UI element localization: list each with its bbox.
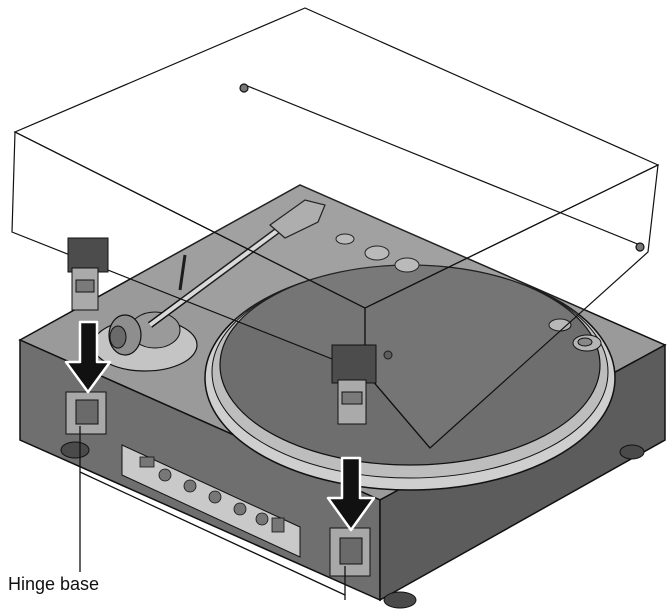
- arrow-down-right: [326, 456, 376, 532]
- rca-jack: [255, 512, 269, 526]
- rca-jack: [233, 502, 247, 516]
- rca-jack: [158, 468, 172, 482]
- base-foot: [60, 441, 90, 459]
- hinge-plate: [331, 344, 377, 384]
- counterweight-face: [109, 325, 127, 349]
- spindle: [383, 350, 393, 360]
- hinge-plate: [67, 237, 109, 273]
- cover-bumper: [239, 83, 249, 93]
- hinge-base-inner: [339, 537, 363, 565]
- base-foot: [619, 444, 645, 460]
- tonearm-tube-highlight: [148, 223, 287, 327]
- headshell: [269, 199, 326, 239]
- callout-lines: [79, 426, 346, 600]
- control-knob: [364, 245, 390, 261]
- controls: [335, 233, 602, 352]
- tonearm: [92, 199, 326, 372]
- rca-jack: [208, 490, 222, 504]
- cover-bumper: [635, 242, 645, 252]
- hinge-knuckle: [75, 279, 95, 293]
- control-knob: [577, 337, 593, 347]
- hinge-bases: [65, 391, 371, 577]
- switch: [139, 456, 155, 468]
- hinge-base-inner: [75, 399, 99, 425]
- callout-left-diagonal: [79, 471, 346, 596]
- usb-port: [271, 517, 285, 533]
- connector-jacks: [139, 456, 285, 533]
- hinge-base-label: Hinge base: [8, 574, 99, 594]
- control-knob: [394, 257, 420, 273]
- platter: [204, 264, 616, 491]
- control-button: [335, 233, 355, 245]
- dust-cover: [11, 7, 660, 449]
- insertion-arrows: [64, 320, 376, 532]
- base-foot: [383, 591, 417, 609]
- cover-inner-edge: [244, 84, 641, 246]
- hinge-left: [67, 237, 109, 311]
- arrow-down-left: [64, 320, 112, 394]
- arm-rest: [178, 254, 187, 291]
- hinge-right: [331, 344, 377, 425]
- hinge-base-right: [329, 527, 371, 577]
- hinge-base-left: [65, 391, 107, 435]
- cover-edge: [364, 371, 431, 449]
- rca-jack: [183, 479, 197, 493]
- cover-hinges: [67, 237, 377, 425]
- hinge-knuckle: [341, 391, 363, 405]
